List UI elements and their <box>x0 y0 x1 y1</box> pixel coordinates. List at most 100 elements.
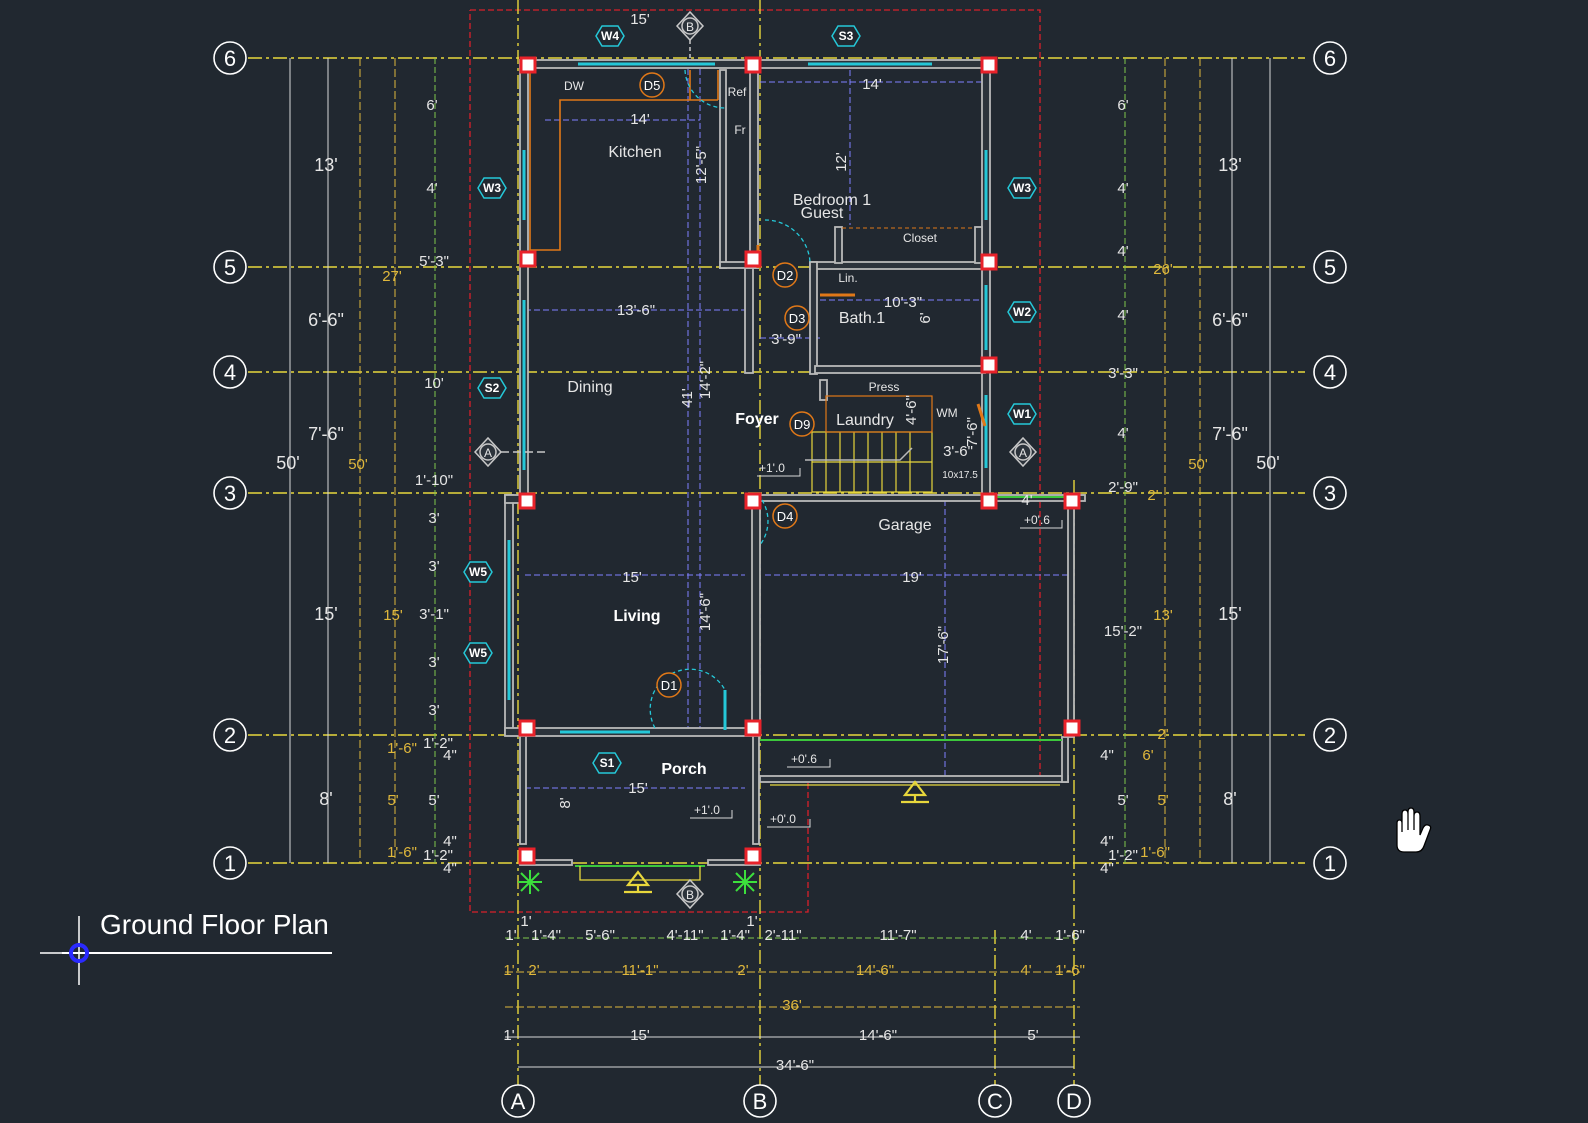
dim-right-y13: 13' <box>1153 607 1173 624</box>
dim-overall-vertical: 41' <box>679 388 696 408</box>
dim-right-y1-6: 1'-6" <box>1140 844 1170 861</box>
room-label-kitchen: Kitchen <box>608 144 661 161</box>
section-label-bottom: B <box>686 888 694 902</box>
dim-bottom-r1: 1'-6" <box>1055 927 1085 944</box>
door-tag-d5: D5 <box>644 78 661 93</box>
door-tags <box>639 72 815 698</box>
dim-right-y26: 26' <box>1153 261 1173 278</box>
level-garage: +0'.6 <box>1024 513 1050 527</box>
door-tag-d9: D9 <box>794 417 811 432</box>
dim-bedroom-width: 14' <box>862 76 882 93</box>
level-porch: +1'.0 <box>694 803 720 817</box>
entry-arrow-icon <box>624 780 929 894</box>
grid-row-label: 6 <box>1324 46 1336 71</box>
dim-left-outer: 50' <box>276 453 299 473</box>
dim-bath-width: 10'-3" <box>884 294 922 311</box>
grid-column-label: B <box>753 1089 768 1114</box>
room-label-press: Press <box>869 380 900 394</box>
dim-right-g5: 5' <box>1117 792 1128 809</box>
dim-porch-width: 15' <box>628 780 648 797</box>
plot-boundary <box>469 9 1041 913</box>
bottom-dims-row1: 1' 1' 1'-4" 5'-6" 4'-11" 1'-4" 1' 2'-11"… <box>505 913 1085 944</box>
window-tag-s2: S2 <box>485 381 500 395</box>
section-markers <box>473 10 1038 910</box>
dim-left-6-6: 6'-6" <box>308 310 344 330</box>
window-tag-w3-left: W3 <box>483 181 501 195</box>
vertical-dimension-lines <box>289 58 1271 863</box>
green-lines <box>575 496 1068 867</box>
dim-left-g3d: 3' <box>428 702 439 719</box>
dim-laundry-height: 4'-6" <box>903 395 920 425</box>
dim-bottom-r1: 1' <box>520 913 531 930</box>
level-foyer: +1'.0 <box>759 461 785 475</box>
dim-right-y6: 6' <box>1142 747 1153 764</box>
dim-bottom-r2: 14'-6" <box>856 962 894 979</box>
dim-right-y2a: 2' <box>1147 487 1158 504</box>
grid-row-label: 1 <box>1324 851 1336 876</box>
dim-bottom-r1: 1' <box>746 913 757 930</box>
dim-left-y1-6b: 1'-6" <box>387 844 417 861</box>
dim-left-y27: 27' <box>382 268 402 285</box>
door-tag-d2: D2 <box>777 268 794 283</box>
dim-right-outer: 50' <box>1256 453 1279 473</box>
level-markers <box>690 468 1063 828</box>
window-tag-w3-right: W3 <box>1013 181 1031 195</box>
room-label-laundry: Laundry <box>836 412 894 429</box>
dim-right-8: 8' <box>1223 789 1236 809</box>
dim-left-g3a: 3' <box>428 510 439 527</box>
dim-bedroom-height: 12' <box>833 152 850 172</box>
door-tag-d1: D1 <box>661 678 678 693</box>
window-tag-s3: S3 <box>839 29 854 43</box>
columns <box>518 56 1081 865</box>
dim-right-g4a: 4' <box>1117 180 1128 197</box>
grid-row-label: 2 <box>1324 723 1336 748</box>
window-tag-w1: W1 <box>1013 407 1031 421</box>
dim-foyer-width: 3'-9" <box>771 331 801 348</box>
grid-row-label: 3 <box>1324 481 1336 506</box>
dim-right-g6: 6' <box>1117 97 1128 114</box>
dim-right-g15-2: 15'-2" <box>1104 623 1142 640</box>
label-dishwasher: DW <box>564 79 585 93</box>
dim-left-7-6: 7'-6" <box>308 424 344 444</box>
section-label-right: A <box>1019 446 1027 460</box>
room-label-foyer: Foyer <box>735 411 779 428</box>
label-refrigerator: Ref <box>728 85 747 99</box>
dim-bath-height: 6' <box>917 312 934 323</box>
dim-bottom-r2: 1' <box>503 962 514 979</box>
dim-left-g1-2b: 1'-2" <box>423 847 453 864</box>
window-tag-s1: S1 <box>600 756 615 770</box>
dim-garage-height: 17'-6" <box>935 626 952 664</box>
dim-left-g3-1: 3'-1" <box>419 606 449 623</box>
dim-left-y1-6a: 1'-6" <box>387 740 417 757</box>
dim-right-13: 13' <box>1218 155 1241 175</box>
dim-bottom-r1: 5'-6" <box>585 927 615 944</box>
room-label-wm: WM <box>936 406 957 420</box>
vertical-dimension-lines-yellow <box>359 58 1201 863</box>
dim-right-g4in-b: 4" <box>1100 833 1114 850</box>
dim-left-g4: 4' <box>426 180 437 197</box>
dim-left-8: 8' <box>319 789 332 809</box>
dim-left-g3c: 3' <box>428 654 439 671</box>
room-label-bedroom-sub: Guest <box>801 205 844 222</box>
dim-left-g4in-c: 4" <box>443 860 457 877</box>
door-tag-d4: D4 <box>777 509 794 524</box>
grid-column-label: C <box>987 1089 1003 1114</box>
windows-glazing <box>507 62 988 734</box>
dim-kitchen-height: 12'-5" <box>693 146 710 184</box>
dim-bottom-r4: 14'-6" <box>859 1027 897 1044</box>
horizontal-dimension-lines <box>505 937 1080 1068</box>
drawing-title: Ground Floor Plan <box>100 909 329 940</box>
dim-left-y15: 15' <box>383 607 403 624</box>
dim-bottom-r2: 11'-1" <box>621 962 658 979</box>
dim-right-g4d: 4' <box>1117 425 1128 442</box>
dim-bottom-r2: 2' <box>528 962 539 979</box>
bottom-dims-row2: 1' 2' 11'-1" 2' 14'-6" 4' 1'-6" <box>503 962 1085 979</box>
dim-right-g4in-c: 4" <box>1100 860 1114 877</box>
dim-left-13: 13' <box>314 155 337 175</box>
vertical-dimension-lines-green <box>434 58 1126 863</box>
room-label-linen: Lin. <box>838 271 857 285</box>
stair-arrow <box>805 447 913 461</box>
dim-garage-top: 4' <box>1021 492 1032 509</box>
label-stair-size: 10x17.5 <box>942 470 978 481</box>
